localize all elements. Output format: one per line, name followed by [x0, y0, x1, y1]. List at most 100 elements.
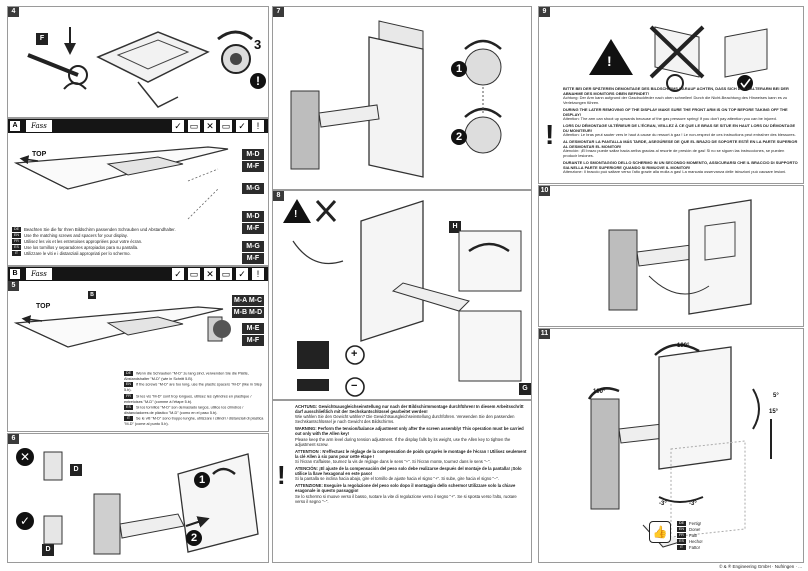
- footer-copyright: © & ® Engineering GmbH · Nufringen · ...: [719, 564, 802, 569]
- step-number: 6: [8, 434, 19, 444]
- bar-label-a: A: [10, 121, 20, 131]
- screw-chip-mg: M-G: [242, 183, 264, 194]
- step-circle-1: 1: [451, 61, 467, 77]
- step-circle-1: 1: [194, 472, 210, 488]
- warn-fr-title: ATTENTION : N'effectuez le réglage de la…: [295, 448, 527, 459]
- step-10-panel: 10: [538, 185, 804, 327]
- warn9-fr: LORS DU DÉMONTAGE ULTÉRIEUR DE L'ÉCRAN, …: [563, 122, 796, 133]
- check-icons: ✓ ▭ ✕ ▭ ✓ !: [172, 120, 264, 132]
- monitor-icon: ▭: [188, 268, 200, 280]
- tilt-label: 5°: [773, 393, 779, 399]
- warning-text-block: ACHTUNG: Gewichtsausgleichseinstellung n…: [295, 404, 527, 506]
- swivel-label: -3°: [659, 501, 667, 507]
- warn-en-title: WARNING: Perform the tension/balance adj…: [295, 426, 524, 437]
- number-3: 3: [254, 37, 262, 52]
- swivel-label: -3°: [689, 501, 697, 507]
- wrench-illustration: [27, 27, 253, 108]
- monitor-arm-mount-illustration: [43, 451, 259, 555]
- screw-chip-ma-mc: M-A M-C: [232, 295, 264, 306]
- monitor-icon: ▭: [220, 120, 232, 132]
- monitor-back-illustration: [13, 146, 229, 220]
- cross-circle-icon: ✕: [16, 448, 34, 466]
- exclamation-icon: !: [545, 119, 555, 150]
- thumbs-up-icon: 👍: [649, 521, 671, 543]
- cross-icon: ✕: [204, 268, 216, 280]
- step-number: 9: [539, 7, 550, 17]
- warn-en-body: Please keep the arm level during tension…: [295, 436, 511, 447]
- warning-circle-icon: !: [250, 73, 266, 89]
- cross-icon: ✕: [204, 120, 216, 132]
- rotation-range-illustration: [587, 343, 772, 548]
- rotation-label: 190°: [677, 343, 690, 349]
- tool-tag-h: H: [449, 221, 461, 233]
- monitor-icon: ▭: [220, 268, 232, 280]
- step-8-warning-panel: ! ACHTUNG: Gewichtsausgleichseinstellung…: [272, 400, 532, 563]
- screw-chip-me: M-E: [242, 323, 264, 334]
- step-circle-2: 2: [186, 530, 202, 546]
- warn-it-body: Se lo schermo si muove verso il basso, r…: [295, 493, 517, 504]
- arm-attach-illustration: [290, 20, 502, 178]
- step-4-panel: 4 F 3 !: [7, 6, 269, 118]
- plus-sign: +: [351, 348, 358, 360]
- part-tag-d: D: [70, 464, 82, 476]
- step-number: 7: [273, 7, 284, 17]
- tilt-label: 15°: [769, 409, 779, 415]
- tool-tag-g: G: [519, 383, 531, 395]
- top-label: TOP: [32, 151, 47, 158]
- warn9-fr-note: Attention: Le bras peut sauter vers le h…: [563, 132, 796, 138]
- warn9-es-note: Atención: ¡El brazo puede saltar hacia a…: [563, 148, 785, 159]
- warn9-de: BITTE BEI DER SPÄTEREN DEMONTAGE DES BIL…: [563, 86, 789, 96]
- signature-logo: Fass: [26, 120, 52, 132]
- warn9-de-note: Achtung: Der Arm kann aufgrund der Gasdr…: [563, 95, 788, 106]
- step-4a-panel: A Fass ✓ ▭ ✕ ▭ ✓ ! TOP M-D M-F M-G M-D M…: [7, 118, 269, 266]
- signature-logo: Fass: [26, 268, 52, 280]
- screw-chip-md: M-D: [242, 149, 264, 160]
- step-9-panel: 9 ! ! BITTE BEI DER SPÄTEREN DEMONTAGE D…: [538, 6, 804, 184]
- warn9-it-note: Attenzione: Il braccio può saltare verso…: [563, 169, 787, 175]
- step-7-panel: 7 1 2: [272, 6, 532, 190]
- warn-es-title: ATENCIÓN: ¡El ajuste de la compensación …: [295, 466, 522, 477]
- warn-it-title: ATTENZIONE: Eseguire la regolazione del …: [295, 483, 516, 494]
- warning-triangle-icon: [283, 199, 311, 223]
- warn-de-body: Wie wählen Sie den Gewicht wählen? Die G…: [295, 414, 515, 425]
- screw-chip-mf: M-F: [242, 161, 264, 172]
- warn9-es: AL DESMONTAR LA PANTALLA MÁS TARDE, ASEG…: [563, 139, 798, 149]
- step-number: 5: [8, 281, 19, 291]
- check-circle-icon: ✓: [16, 512, 34, 530]
- warning-triangle-mark: !: [607, 53, 612, 69]
- warning-icon: !: [252, 268, 264, 280]
- rotation-label: 190°: [593, 389, 606, 395]
- screw-chip-mb-md: M-B M-D: [232, 307, 264, 318]
- check-icon: ✓: [172, 268, 184, 280]
- removal-warning-text: BITTE BEI DER SPÄTEREN DEMONTAGE DES BIL…: [563, 86, 799, 177]
- warn-es-body: Si la pantalla se inclina hacia abajo, g…: [295, 476, 500, 482]
- step-6-panel: 6 ✕ ✓ D D 1 2: [7, 433, 269, 563]
- minus-sign: −: [351, 380, 358, 392]
- instruction-bar-a: A Fass ✓ ▭ ✕ ▭ ✓ !: [8, 119, 268, 133]
- monitor-icon: ▭: [188, 120, 200, 132]
- check-icons: ✓ ▭ ✕ ▭ ✓ !: [172, 268, 264, 280]
- exclamation-icon: !: [277, 460, 286, 490]
- arm-position-illustration: [608, 199, 752, 315]
- screw-chip-mg: M-G: [242, 241, 264, 252]
- warn-de-title: ACHTUNG: Gewichtsausgleichseinstellung n…: [295, 404, 524, 415]
- step-5b-panel: B Fass ✓ ▭ ✕ ▭ ✓ ! 5 TOP B M-A M-C M-B M…: [7, 266, 269, 432]
- warn9-it: DURANTE LO SMONTAGGIO DELLO SCHERMO IN U…: [563, 159, 798, 170]
